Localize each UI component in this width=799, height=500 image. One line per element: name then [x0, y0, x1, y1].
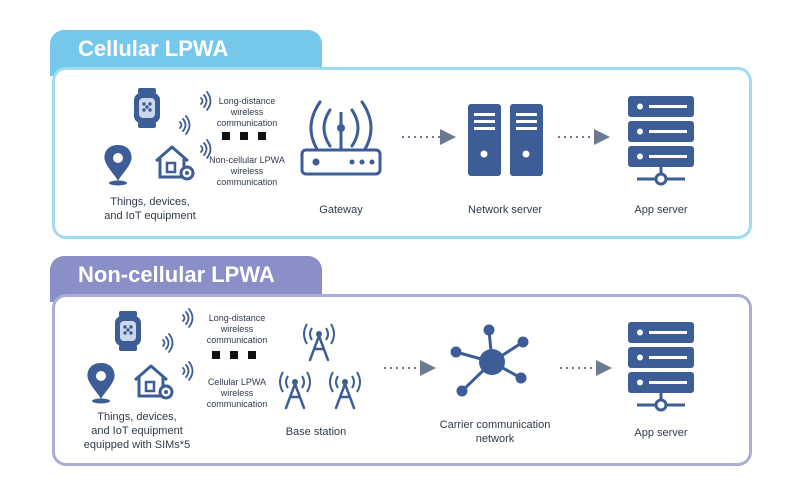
router-icon — [300, 100, 382, 176]
server-rack-icon — [626, 320, 696, 412]
things-label: Things, devices, and IoT equipment — [104, 196, 196, 222]
smart-home-icon — [154, 145, 195, 181]
location-pin-icon — [104, 145, 132, 186]
server-rack-icon — [626, 94, 696, 186]
network-server-label: Network server — [468, 204, 542, 216]
watch-icon — [134, 88, 160, 128]
comm-label-cellular: Cellular LPWA wireless communication — [206, 377, 268, 409]
separator-squares — [222, 132, 266, 140]
server-tower-icon — [468, 104, 543, 176]
app-server-label: App server — [634, 427, 688, 439]
smart-home-icon — [133, 364, 174, 400]
comm-label-long-distance: Long-distance wireless communication — [206, 313, 268, 345]
wifi-signal-icon — [162, 333, 174, 353]
antenna-tower-icon — [302, 322, 336, 362]
wifi-signal-icon — [179, 115, 191, 135]
section-title: Non-cellular LPWA — [78, 262, 275, 287]
antenna-tower-icon — [328, 370, 362, 410]
antenna-tower-icon — [278, 370, 312, 410]
gateway-label: Gateway — [319, 204, 363, 216]
network-hub-icon — [450, 324, 529, 397]
base-station-label: Base station — [285, 426, 347, 438]
things-label: Things, devices, and IoT equipment equip… — [83, 411, 191, 451]
comm-label-long-distance: Long-distance wireless communication — [216, 96, 278, 128]
watch-icon — [115, 311, 141, 351]
app-server-label: App server — [634, 204, 688, 216]
section-title: Cellular LPWA — [78, 36, 229, 61]
comm-label-non-cellular: Non-cellular LPWA wireless communication — [209, 155, 285, 187]
separator-squares — [212, 351, 256, 359]
location-pin-icon — [87, 363, 115, 404]
carrier-network-label: Carrier communication network — [439, 419, 551, 445]
